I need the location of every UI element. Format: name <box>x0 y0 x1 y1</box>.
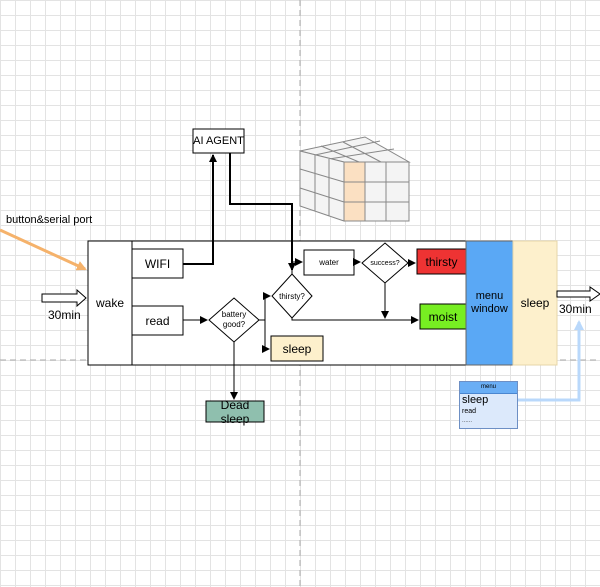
cube-grid-illustration <box>299 136 411 222</box>
water-box <box>303 249 355 276</box>
menu-card-item-read: read <box>462 408 477 415</box>
input-block-arrow <box>41 288 87 308</box>
ai-agent-box <box>192 128 245 154</box>
battery-to-thirsty-line <box>259 292 271 321</box>
thirsty-to-water-line <box>291 258 303 274</box>
water-label: water <box>319 258 339 267</box>
menu-card-item-more: ...... <box>462 418 473 424</box>
menu-card-return-arrow <box>518 320 584 402</box>
dead-sleep-label: Dead sleep <box>220 397 250 426</box>
success-question-label: success? <box>370 259 400 267</box>
ai-agent-to-thirsty-line <box>229 153 296 271</box>
left-time-label: 30min <box>48 308 81 322</box>
button-serial-port-label: button&serial port <box>6 214 93 226</box>
sleep-small-label: sleep <box>282 341 312 356</box>
wake-label: wake <box>95 296 124 310</box>
read-label: read <box>145 313 170 328</box>
wifi-to-ai-agent-line <box>183 154 217 265</box>
sleep-big-label: sleep <box>520 296 550 310</box>
thirsty-to-moist-line <box>291 316 419 324</box>
menu-window-label: menu window <box>471 290 508 315</box>
menu-card-title: menu <box>460 382 517 394</box>
battery-question-label: battery good? <box>221 310 247 329</box>
read-box <box>131 305 184 336</box>
menu-card-item-sleep: sleep <box>462 394 489 406</box>
right-time-label: 30min <box>559 302 592 316</box>
sleep-small-box <box>270 335 324 362</box>
menu-card: menu sleep read ...... <box>459 381 518 429</box>
orange-input-arrow <box>0 228 87 271</box>
sleep-big-box <box>512 240 558 366</box>
wake-column <box>87 240 133 366</box>
output-block-arrow <box>556 286 600 302</box>
wifi-label: WIFI <box>144 256 171 271</box>
battery-to-sleep-line <box>262 320 270 353</box>
thirsty-question-label: thirsty? <box>279 291 305 301</box>
menu-window-box <box>465 240 514 366</box>
moist-label: moist <box>428 309 458 324</box>
ai-agent-label: AI AGENT <box>193 135 244 147</box>
moist-box <box>419 303 467 330</box>
thirsty-label: thirsty <box>425 254 458 269</box>
dead-sleep-box <box>205 400 265 423</box>
